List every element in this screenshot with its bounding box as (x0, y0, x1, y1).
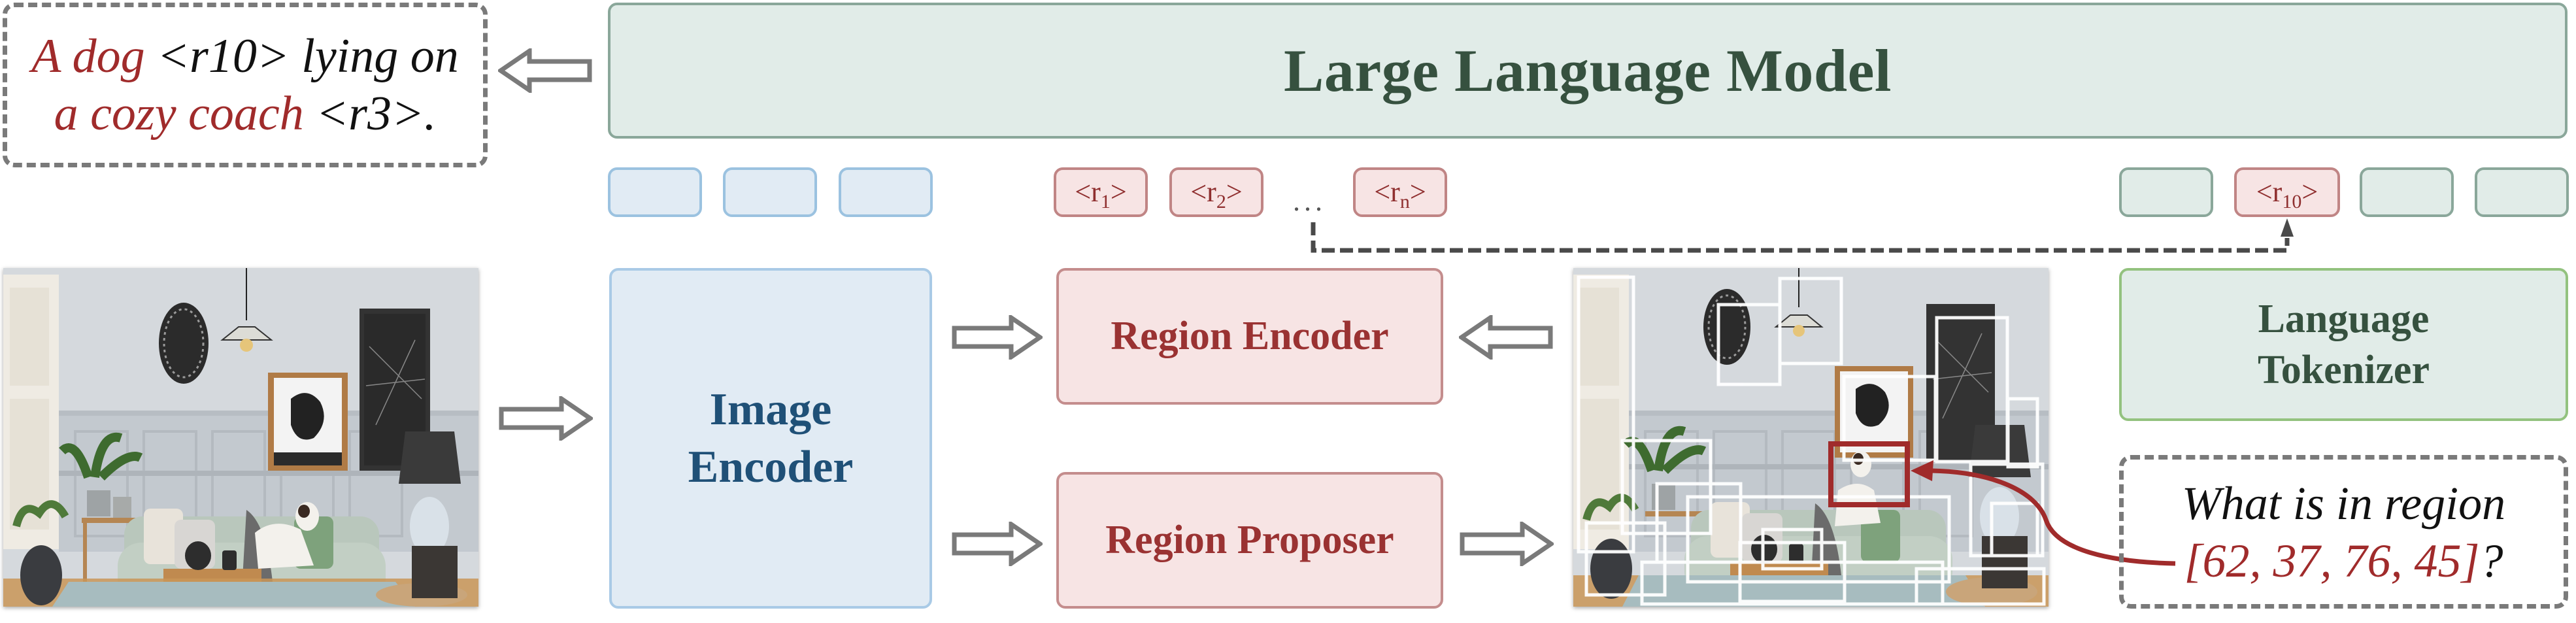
arrow-right-icon (1460, 522, 1554, 566)
text-token (2119, 167, 2213, 217)
arrow-right-icon (952, 522, 1043, 566)
region-token: <rn> (1353, 167, 1447, 217)
image-encoder-line-2: Encoder (688, 441, 854, 492)
region-encoder-block: Region Encoder (1056, 268, 1443, 405)
region-encoder-label: Region Encoder (1111, 314, 1389, 358)
text-token (2475, 167, 2569, 217)
large-language-model-block: Large Language Model (608, 3, 2568, 139)
region-token-base: r (1091, 176, 1101, 208)
region-proposer-label: Region Proposer (1105, 518, 1394, 562)
region-proposal-boxes (1577, 275, 2046, 606)
living-room-photo (3, 268, 478, 607)
region-token-label: <rn> (1374, 176, 1426, 212)
token-ellipsis: ... (1293, 185, 1326, 217)
region-token-sub: n (1399, 191, 1410, 212)
region-token: <r1> (1054, 167, 1148, 217)
image-token (723, 167, 817, 217)
region-token-base: r (1390, 176, 1400, 208)
region-token-label: <r1> (1075, 176, 1127, 212)
arrow-right-icon (499, 396, 593, 441)
region-token-label: <r10> (2256, 176, 2318, 212)
region-proposer-block: Region Proposer (1056, 472, 1443, 609)
region-token-sub: 1 (1100, 191, 1111, 212)
input-image (3, 268, 478, 607)
question-text: What is in region (2181, 477, 2506, 530)
question-coords-line: [62, 37, 76, 45]? (2184, 532, 2503, 590)
image-encoder-line-1: Image (709, 384, 832, 435)
dashed-connector-arrow-icon (1311, 218, 2294, 253)
living-room-photo-with-boxes (1573, 268, 2049, 607)
language-tokenizer-line-2: Tokenizer (2258, 348, 2430, 392)
region-token-sub: 10 (2282, 191, 2302, 212)
output-caption-line-1: A dog <r10> lying on (31, 29, 459, 83)
region-token-r10: <r10> (2234, 167, 2340, 217)
region-token-label: <r2> (1190, 176, 1243, 212)
question-suffix: ? (2479, 534, 2503, 587)
arrow-left-icon (498, 48, 592, 93)
output-caption-line-2: a cozy coach <r3>. (54, 87, 437, 141)
region-token-base: r (2272, 176, 2283, 208)
llm-title: Large Language Model (1284, 37, 1892, 104)
text-token (2360, 167, 2454, 217)
region-token-base: r (1207, 176, 1216, 208)
image-token (839, 167, 933, 217)
proposal-image (1573, 268, 2049, 607)
region-token: <r2> (1169, 167, 1263, 217)
arrow-right-icon (952, 315, 1043, 360)
image-token (608, 167, 702, 217)
arrow-left-icon (1459, 315, 1553, 360)
language-tokenizer-line-1: Language (2258, 297, 2430, 341)
output-caption-box: A dog <r10> lying on a cozy coach <r3>. (3, 3, 488, 167)
question-box: What is in region [62, 37, 76, 45]? (2119, 455, 2568, 609)
question-coords: [62, 37, 76, 45] (2184, 534, 2480, 587)
region-token-sub: 2 (1216, 191, 1226, 212)
selected-region-box (1828, 441, 1910, 507)
